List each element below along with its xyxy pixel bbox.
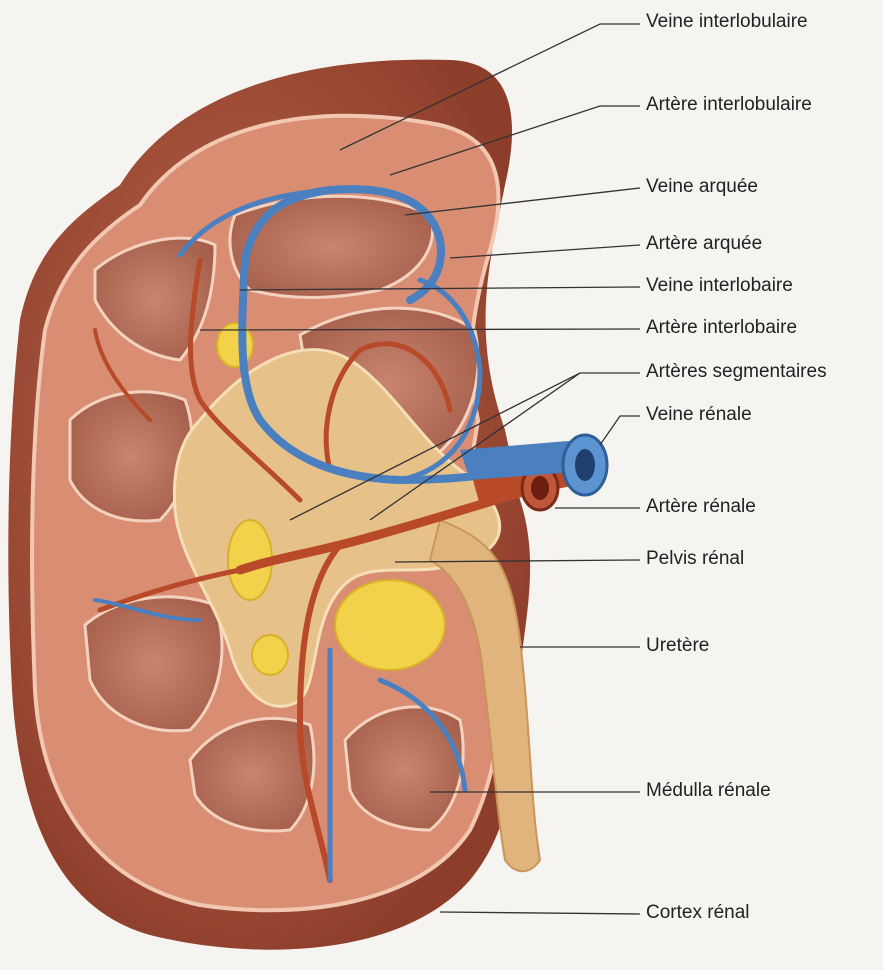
label-pelvis-renal: Pelvis rénal (646, 549, 744, 568)
label-medulla-renale: Médulla rénale (646, 781, 771, 800)
label-veine-arquee: Veine arquée (646, 177, 758, 196)
label-artere-arquee: Artère arquée (646, 234, 762, 253)
label-arteres-segmentaires: Artères segmentaires (646, 362, 827, 381)
label-veine-interlobulaire: Veine interlobulaire (646, 12, 808, 31)
label-veine-renale: Veine rénale (646, 405, 752, 424)
label-veine-interlobaire: Veine interlobaire (646, 276, 793, 295)
label-artere-renale: Artère rénale (646, 497, 756, 516)
label-uretere: Uretère (646, 636, 709, 655)
label-cortex-renal: Cortex rénal (646, 903, 750, 922)
label-artere-interlobaire: Artère interlobaire (646, 318, 797, 337)
label-artere-interlobulaire: Artère interlobulaire (646, 95, 812, 114)
